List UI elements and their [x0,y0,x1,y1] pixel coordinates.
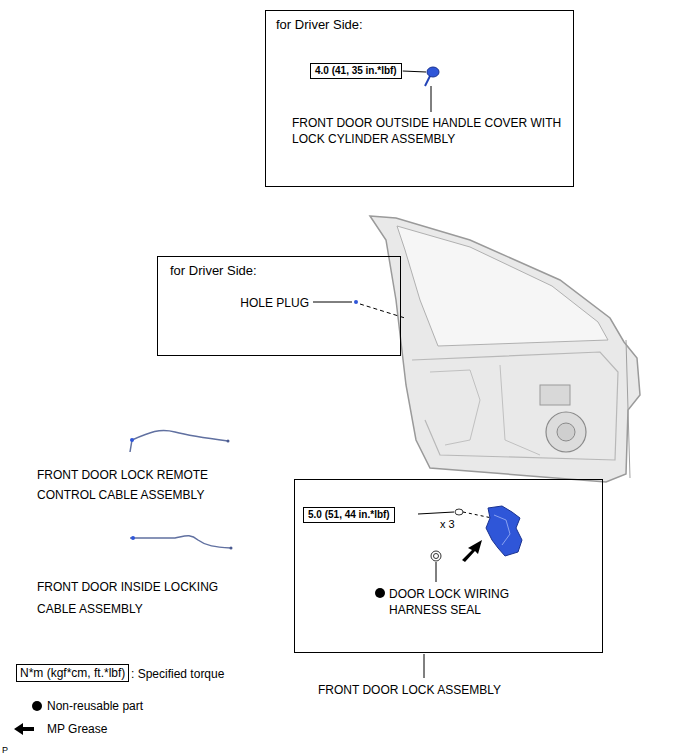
door-detail [540,385,570,405]
torque-value: 5.0 (51, 44 in.*lbf) [308,509,390,520]
inside-locking-cable [130,536,231,548]
leader-line [403,71,426,72]
inset-heading: for Driver Side: [170,263,257,279]
door-edge [626,340,630,478]
cable-end [130,438,134,442]
leader-line [313,302,352,303]
torque-value: 4.0 (41, 35 in.*lbf) [315,65,397,76]
harness-seal [431,551,441,561]
door-inner [430,370,480,445]
part-name: DOOR LOCK WIRING HARNESS SEAL [389,586,529,618]
leader-line [431,86,432,112]
inset-box: for Driver Side: HOLE PLUG [157,256,401,356]
inset-box: for Driver Side: FRONT DOOR OUTSIDE HANDL… [265,10,574,187]
cable-end [230,547,233,550]
part-name: FRONT DOOR OUTSIDE HANDLE COVER WITH LOC… [292,115,562,147]
cable-end [227,440,230,443]
part-name: FRONT DOOR LOCK REMOTE CONTROL CABLE ASS… [37,465,247,505]
front-door-illustration [370,216,640,482]
torque-box: 5.0 (51, 44 in.*lbf) [303,507,395,523]
legend-text: : Specified torque [131,666,224,682]
screw [455,509,463,515]
legend-text: Non-reusable part [47,698,143,714]
legend-text: MP Grease [47,721,107,737]
inset-heading: for Driver Side: [276,17,363,33]
part-name: HOLE PLUG [240,295,309,311]
speaker [557,423,575,441]
door-glass [397,226,608,346]
grease-arrow [462,540,482,562]
door-inner [412,352,618,460]
door-inner [500,365,540,455]
inset-box: x 3 DOOR LOCK WIRING HARNESS SEAL 5.0 (51,… [294,479,603,653]
screw-line [463,512,492,518]
leader-line [436,562,437,582]
torque-legend-sample: N*m (kgf*cm, ft.*lbf) [16,664,129,682]
torque-box: 4.0 (41, 35 in.*lbf) [310,63,402,79]
door-panel [370,216,640,482]
door-lock-illustration [375,506,522,598]
non-reusable-mark [375,588,385,598]
leader-line [360,304,405,318]
part-name: FRONT DOOR INSIDE LOCKING CABLE ASSEMBLY [37,576,257,620]
leader-line [424,654,425,678]
page-code: P [2,742,8,756]
cable-end [131,536,135,540]
remote-control-cable [130,430,228,452]
door-lock-assembly [486,506,522,556]
hole-plug-icon [354,300,358,304]
speaker [546,412,586,452]
icon-part [427,67,439,77]
harness-seal [434,554,439,559]
lock-detail [494,515,510,545]
lock-cylinder-icon [425,67,439,86]
grease-symbol [14,723,34,735]
part-name: FRONT DOOR LOCK ASSEMBLY [318,682,501,698]
quantity: x 3 [440,516,455,532]
leader-line [418,512,454,514]
non-reusable-symbol [32,701,42,711]
